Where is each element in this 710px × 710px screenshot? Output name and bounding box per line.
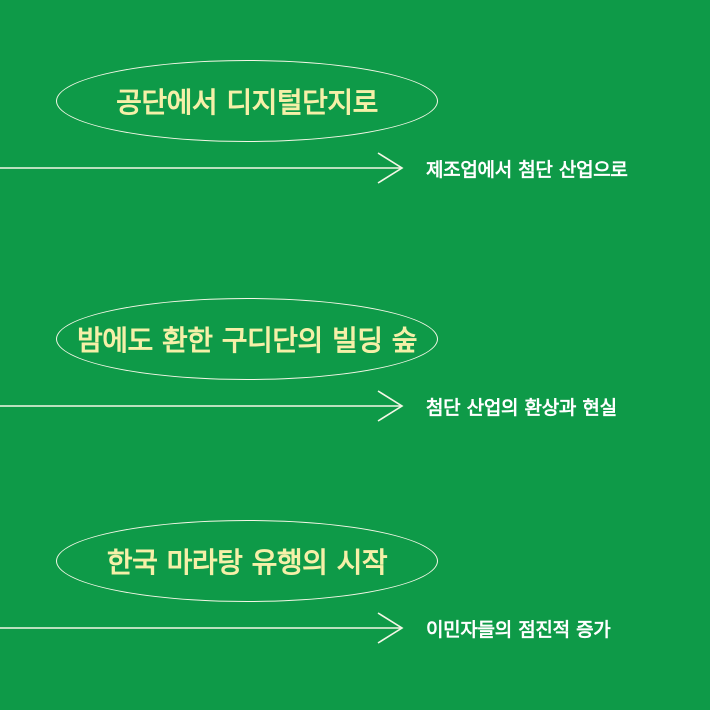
heading-oval: [56, 520, 438, 602]
heading-oval: [56, 60, 438, 142]
heading-oval: [56, 298, 438, 380]
section-digital-complex: 공단에서 디지털단지로 제조업에서 첨단 산업으로: [0, 50, 710, 250]
section-heading: 한국 마라탕 유행의 시작: [106, 546, 388, 579]
section-subtitle: 첨단 산업의 환상과 현실: [426, 396, 617, 419]
arrow-right-icon: [0, 390, 404, 422]
section-building-forest: 밤에도 환한 구디단의 빌딩 숲 첨단 산업의 환상과 현실: [0, 288, 710, 488]
section-heading: 공단에서 디지털단지로: [116, 86, 378, 119]
section-subtitle: 이민자들의 점진적 증가: [426, 618, 611, 641]
section-malatang-trend: 한국 마라탕 유행의 시작 이민자들의 점진적 증가: [0, 510, 710, 710]
arrow-right-icon: [0, 152, 404, 184]
section-subtitle: 제조업에서 첨단 산업으로: [426, 158, 628, 181]
arrow-right-icon: [0, 612, 404, 644]
section-heading: 밤에도 환한 구디단의 빌딩 숲: [76, 324, 418, 357]
